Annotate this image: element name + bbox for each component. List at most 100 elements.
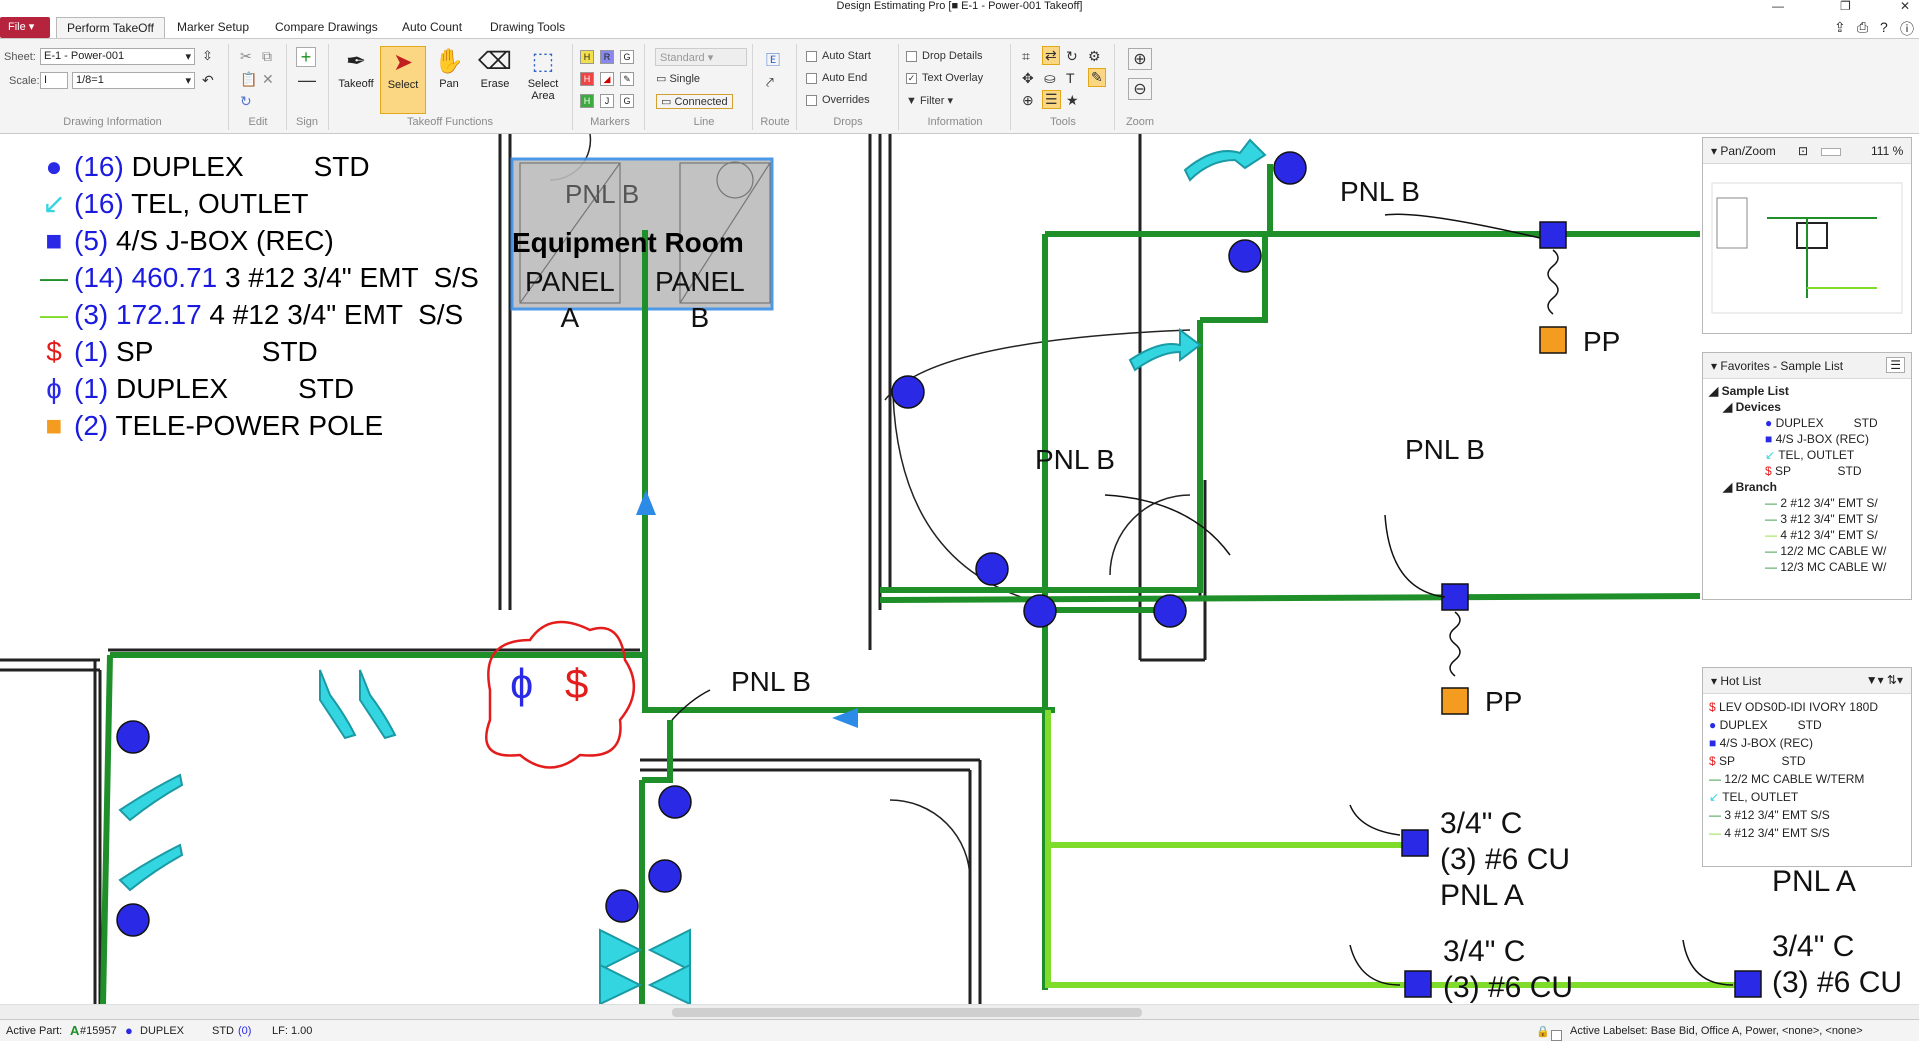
hot-list-item[interactable]: — 12/2 MC CABLE W/TERM bbox=[1709, 770, 1905, 788]
fit-icon[interactable]: ⊡ bbox=[1798, 144, 1809, 158]
conduit-spec-4: 3/4" C(3) #6 CU bbox=[1772, 929, 1902, 1001]
legend-row: ↙(16) TEL, OUTLET bbox=[34, 185, 479, 222]
select-area-button[interactable]: ⬚Select Area bbox=[518, 46, 568, 114]
paste-icon[interactable]: 📋 bbox=[240, 71, 258, 87]
help-icon[interactable]: ? bbox=[1880, 19, 1888, 35]
pan-button[interactable]: ✋Pan bbox=[426, 46, 472, 114]
drop-details-checkbox[interactable]: Drop Details bbox=[906, 50, 983, 62]
erase-button[interactable]: ⌫Erase bbox=[472, 46, 518, 114]
collapse-icon[interactable]: ▾ bbox=[1711, 674, 1718, 688]
tree-item[interactable]: $ SP STD bbox=[1709, 463, 1905, 479]
info-icon[interactable]: ⓘ bbox=[1900, 21, 1914, 37]
hot-list-item[interactable]: $ LEV ODS0D-IDI IVORY 180D bbox=[1709, 698, 1905, 716]
zoom-out-icon[interactable]: ⊖ bbox=[1128, 78, 1152, 100]
tree-item[interactable]: ● DUPLEX STD bbox=[1709, 415, 1905, 431]
tool-highlight-icon[interactable]: ✎ bbox=[1088, 68, 1106, 87]
hot-list-item[interactable]: ■ 4/S J-BOX (REC) bbox=[1709, 734, 1905, 752]
line-single-option[interactable]: ▭ Single bbox=[656, 73, 701, 85]
auto-end-checkbox[interactable]: Auto End bbox=[806, 72, 867, 84]
sheet-select[interactable]: E-1 - Power-001▾ bbox=[40, 48, 195, 65]
tab-marker-setup[interactable]: Marker Setup bbox=[177, 20, 250, 34]
line-standard-select[interactable]: Standard ▾ bbox=[655, 48, 747, 66]
tree-item[interactable]: — 12/3 MC CABLE W/ bbox=[1709, 559, 1905, 575]
pan-zoom-thumbnail[interactable] bbox=[1707, 168, 1907, 328]
collapse-icon[interactable]: ▾ bbox=[1711, 144, 1718, 158]
route-icon[interactable]: 🄴 bbox=[766, 52, 780, 68]
tab-auto-count[interactable]: Auto Count bbox=[402, 20, 463, 34]
marker-h-yellow[interactable]: H bbox=[580, 50, 594, 64]
tool-settings-icon[interactable]: ⚙ bbox=[1088, 48, 1101, 64]
horizontal-scrollbar[interactable] bbox=[0, 1004, 1919, 1019]
print-icon[interactable]: ⎙ bbox=[1857, 19, 1869, 35]
part-std-count: (0) bbox=[238, 1025, 252, 1037]
restore-icon[interactable]: ❐ bbox=[1840, 0, 1851, 13]
share-icon[interactable]: ⇪ bbox=[1834, 19, 1846, 35]
scale-unit-select[interactable]: I bbox=[40, 72, 68, 89]
cut-icon[interactable]: ✂ bbox=[240, 48, 252, 64]
zoom-in-icon[interactable]: ⊕ bbox=[1128, 48, 1152, 70]
hot-list-item[interactable]: $ SP STD bbox=[1709, 752, 1905, 770]
refresh-icon[interactable]: ↻ bbox=[240, 93, 252, 109]
filter-button[interactable]: ▼ Filter ▾ bbox=[906, 95, 953, 107]
tree-item[interactable]: ↙ TEL, OUTLET bbox=[1709, 447, 1905, 463]
tree-item[interactable]: — 2 #12 3/4" EMT S/ bbox=[1709, 495, 1905, 511]
hot-list-filter-icon[interactable]: ▼▾ ⇅▾ bbox=[1865, 673, 1903, 687]
collapse-icon[interactable]: ▾ bbox=[1711, 359, 1718, 373]
hot-list-item[interactable]: — 3 #12 3/4" EMT S/S bbox=[1709, 806, 1905, 824]
scrollbar-thumb[interactable] bbox=[672, 1008, 1142, 1017]
marker-pen[interactable]: ✎ bbox=[620, 72, 634, 86]
zoom-slider[interactable] bbox=[1821, 148, 1841, 156]
pnl-b-label-room: PNL B bbox=[565, 179, 640, 209]
line-single-label: Single bbox=[669, 73, 701, 85]
marker-g2[interactable]: G bbox=[620, 94, 634, 108]
tab-drawing-tools[interactable]: Drawing Tools bbox=[490, 20, 566, 34]
lock-icon[interactable]: 🔒 bbox=[1536, 1026, 1550, 1038]
tree-item[interactable]: — 4 #12 3/4" EMT S/ bbox=[1709, 527, 1905, 543]
minus-sign-icon[interactable]: — bbox=[298, 70, 316, 90]
route-path-icon[interactable]: ⤤ bbox=[766, 74, 774, 90]
minimize-icon[interactable]: — bbox=[1772, 0, 1784, 13]
marker-h-red[interactable]: H bbox=[580, 72, 594, 86]
tree-devices[interactable]: ◢ Devices bbox=[1723, 400, 1781, 414]
file-menu-button[interactable]: File ▾ bbox=[0, 17, 50, 38]
tab-perform-takeoff[interactable]: Perform TakeOff bbox=[56, 17, 165, 39]
tool-align-icon[interactable]: ⌗ bbox=[1022, 48, 1030, 64]
scale-select[interactable]: 1/8=1▾ bbox=[72, 72, 195, 89]
tree-item[interactable]: — 12/2 MC CABLE W/ bbox=[1709, 543, 1905, 559]
marker-g[interactable]: G bbox=[620, 50, 634, 64]
takeoff-button[interactable]: ✒Takeoff bbox=[333, 46, 379, 114]
spin-icon[interactable]: ⇳ bbox=[202, 48, 213, 63]
tool-star-icon[interactable]: ★ bbox=[1066, 92, 1079, 108]
tool-move-icon[interactable]: ✥ bbox=[1022, 70, 1034, 86]
copy-icon[interactable]: ⧉ bbox=[262, 48, 272, 64]
drawing-canvas[interactable]: Equipment Room PNL B PANEL A PANEL B PNL… bbox=[0, 134, 1919, 1004]
tree-root[interactable]: ◢ Sample List bbox=[1709, 384, 1789, 398]
select-button[interactable]: ➤Select bbox=[380, 46, 426, 114]
tree-item[interactable]: — 3 #12 3/4" EMT S/ bbox=[1709, 511, 1905, 527]
marker-j[interactable]: J bbox=[600, 94, 614, 108]
tool-fill-icon[interactable]: ⛀ bbox=[1044, 70, 1056, 86]
tab-compare-drawings[interactable]: Compare Drawings bbox=[275, 20, 378, 34]
delete-icon[interactable]: ✕ bbox=[262, 71, 274, 87]
marker-r-blue[interactable]: R bbox=[600, 50, 614, 64]
tool-list-icon[interactable]: ☰ bbox=[1042, 90, 1061, 109]
auto-start-checkbox[interactable]: Auto Start bbox=[806, 50, 871, 62]
tool-route-icon[interactable]: ⇄ bbox=[1042, 46, 1060, 65]
tool-rotate-icon[interactable]: ↻ bbox=[1066, 48, 1078, 64]
text-overlay-checkbox[interactable]: ✓Text Overlay bbox=[906, 72, 984, 84]
tool-text-icon[interactable]: T bbox=[1066, 70, 1075, 86]
close-icon[interactable]: ✕ bbox=[1900, 0, 1911, 13]
marker-h-green[interactable]: H bbox=[580, 94, 594, 108]
tree-item[interactable]: ■ 4/S J-BOX (REC) bbox=[1709, 431, 1905, 447]
hot-list-item[interactable]: ↙ TEL, OUTLET bbox=[1709, 788, 1905, 806]
hot-list-item[interactable]: ● DUPLEX STD bbox=[1709, 716, 1905, 734]
tool-globe-icon[interactable]: ⊕ bbox=[1022, 92, 1034, 108]
marker-pen-red[interactable]: ◢ bbox=[600, 72, 614, 86]
overrides-checkbox[interactable]: Overrides bbox=[806, 94, 870, 106]
tree-branch[interactable]: ◢ Branch bbox=[1723, 480, 1777, 494]
add-sign-icon[interactable]: + bbox=[296, 47, 316, 67]
hot-list-item[interactable]: — 4 #12 3/4" EMT S/S bbox=[1709, 824, 1905, 842]
undo-arrow-icon[interactable]: ↶ bbox=[202, 72, 214, 88]
line-connected-option[interactable]: ▭ Connected bbox=[656, 94, 733, 109]
edit-list-icon[interactable]: ☰ bbox=[1886, 357, 1905, 373]
